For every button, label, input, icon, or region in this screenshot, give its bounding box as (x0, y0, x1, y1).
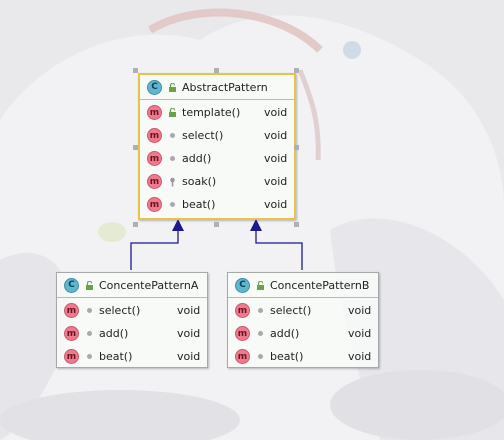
method-row[interactable]: m soak() void (140, 170, 294, 193)
class-name: ConcentePatternA (99, 278, 199, 292)
resize-handle-br[interactable] (294, 222, 299, 227)
class-header: C AbstractPattern (140, 75, 294, 100)
private-dot-icon (255, 308, 265, 313)
resize-handle-tm[interactable] (214, 68, 219, 73)
class-icon: C (64, 277, 79, 293)
method-icon: m (64, 326, 79, 341)
private-dot-icon (84, 331, 94, 336)
concrete-class-b-node[interactable]: C ConcentePatternB m select() void m add… (227, 272, 379, 368)
private-dot-icon (255, 354, 265, 359)
return-type: void (348, 327, 372, 340)
private-dot-icon (84, 354, 94, 359)
method-row[interactable]: m select() void (140, 124, 294, 147)
private-dot-icon (167, 202, 177, 207)
method-icon: m (235, 349, 250, 364)
method-icon: m (147, 105, 162, 120)
private-dot-icon (84, 308, 94, 313)
method-name: beat() (99, 350, 133, 363)
concrete-class-a-node[interactable]: C ConcentePatternA m select() void m add… (56, 272, 208, 368)
method-name: select() (182, 129, 224, 142)
unlock-icon (84, 280, 94, 290)
resize-handle-tl[interactable] (133, 68, 138, 73)
inheritance-arrowhead-b (250, 219, 262, 231)
method-name: add() (99, 327, 129, 340)
method-icon: m (147, 151, 162, 166)
method-icon: m (64, 349, 79, 364)
method-row[interactable]: m select() void (57, 299, 207, 322)
inheritance-line-a (130, 228, 179, 270)
method-icon: m (235, 303, 250, 318)
method-row[interactable]: m add() void (140, 147, 294, 170)
inheritance-arrowhead-a (172, 219, 184, 231)
unlock-icon (167, 82, 177, 92)
method-row[interactable]: m beat() void (140, 193, 294, 216)
private-dot-icon (255, 331, 265, 336)
method-icon: m (235, 326, 250, 341)
inheritance-line-b (255, 228, 303, 270)
unlock-icon (255, 280, 265, 290)
method-name: template() (182, 106, 241, 119)
return-type: void (264, 129, 288, 142)
return-type: void (264, 152, 288, 165)
private-dot-icon (167, 156, 177, 161)
method-row[interactable]: m select() void (228, 299, 378, 322)
method-name: beat() (270, 350, 304, 363)
return-type: void (264, 106, 288, 119)
method-name: select() (270, 304, 312, 317)
method-name: add() (182, 152, 212, 165)
resize-handle-bm[interactable] (214, 222, 219, 227)
method-row[interactable]: m add() void (57, 322, 207, 345)
method-row[interactable]: m add() void (228, 322, 378, 345)
return-type: void (264, 175, 288, 188)
unlock-icon (167, 108, 177, 117)
method-row[interactable]: m template() void (140, 101, 294, 124)
class-header: C ConcentePatternB (228, 273, 378, 298)
method-row[interactable]: m beat() void (57, 345, 207, 368)
method-name: add() (270, 327, 300, 340)
return-type: void (348, 304, 372, 317)
return-type: void (264, 198, 288, 211)
resize-handle-bl[interactable] (133, 222, 138, 227)
return-type: void (348, 350, 372, 363)
resize-handle-mr[interactable] (294, 145, 299, 150)
method-icon: m (147, 128, 162, 143)
method-row[interactable]: m beat() void (228, 345, 378, 368)
method-name: beat() (182, 198, 216, 211)
return-type: void (177, 350, 201, 363)
method-name: select() (99, 304, 141, 317)
private-dot-icon (167, 133, 177, 138)
method-name: soak() (182, 175, 217, 188)
return-type: void (177, 327, 201, 340)
key-icon (167, 177, 177, 187)
resize-handle-ml[interactable] (133, 145, 138, 150)
class-header: C ConcentePatternA (57, 273, 207, 298)
method-icon: m (147, 174, 162, 189)
method-icon: m (147, 197, 162, 212)
class-name: ConcentePatternB (270, 278, 370, 292)
class-icon: C (235, 277, 250, 293)
return-type: void (177, 304, 201, 317)
abstract-class-node[interactable]: C AbstractPattern m template() void m se… (138, 73, 296, 220)
class-icon: C (147, 79, 162, 95)
resize-handle-tr[interactable] (294, 68, 299, 73)
method-icon: m (64, 303, 79, 318)
class-name: AbstractPattern (182, 80, 268, 94)
